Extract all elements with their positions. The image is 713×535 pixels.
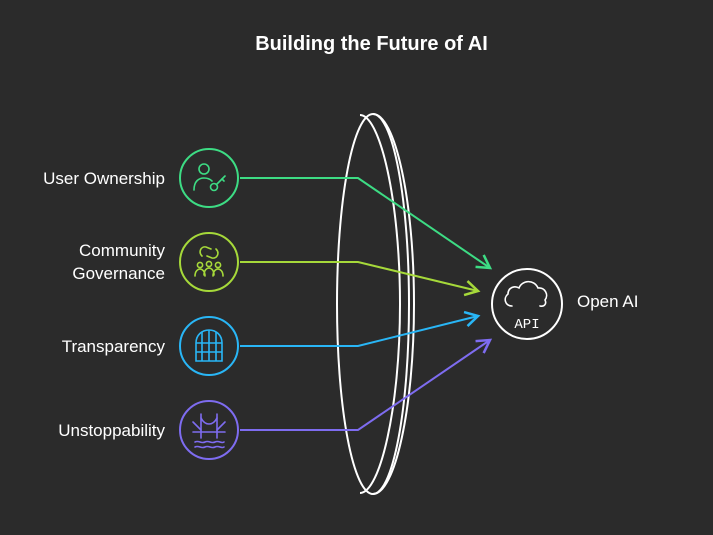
connector-user-ownership	[240, 177, 493, 270]
people-link-icon	[194, 246, 224, 277]
lens-shape	[336, 113, 416, 495]
label-community-governance-line2: Governance	[72, 264, 165, 283]
label-community-governance-line1: Community	[79, 241, 165, 260]
node-transparency	[179, 316, 239, 376]
window-icon	[195, 329, 223, 362]
label-unstoppability: Unstoppability	[58, 421, 165, 440]
api-label: API	[514, 317, 539, 333]
connector-transparency	[240, 310, 481, 347]
bridge-icon	[192, 413, 226, 449]
node-open-ai: API	[491, 268, 563, 340]
label-user-ownership: User Ownership	[43, 169, 165, 188]
node-unstoppability	[179, 400, 239, 460]
cloud-api-icon: API	[504, 280, 548, 333]
user-key-icon	[193, 163, 226, 192]
label-open-ai: Open AI	[577, 292, 639, 311]
node-user-ownership	[179, 148, 239, 208]
diagram-title: Building the Future of AI	[255, 33, 488, 55]
label-transparency: Transparency	[61, 337, 165, 356]
connector-unstoppability	[240, 338, 493, 431]
label-community-governance: Community Governance	[72, 239, 165, 285]
connector-community-governance	[240, 261, 481, 297]
node-community-governance	[179, 232, 239, 292]
